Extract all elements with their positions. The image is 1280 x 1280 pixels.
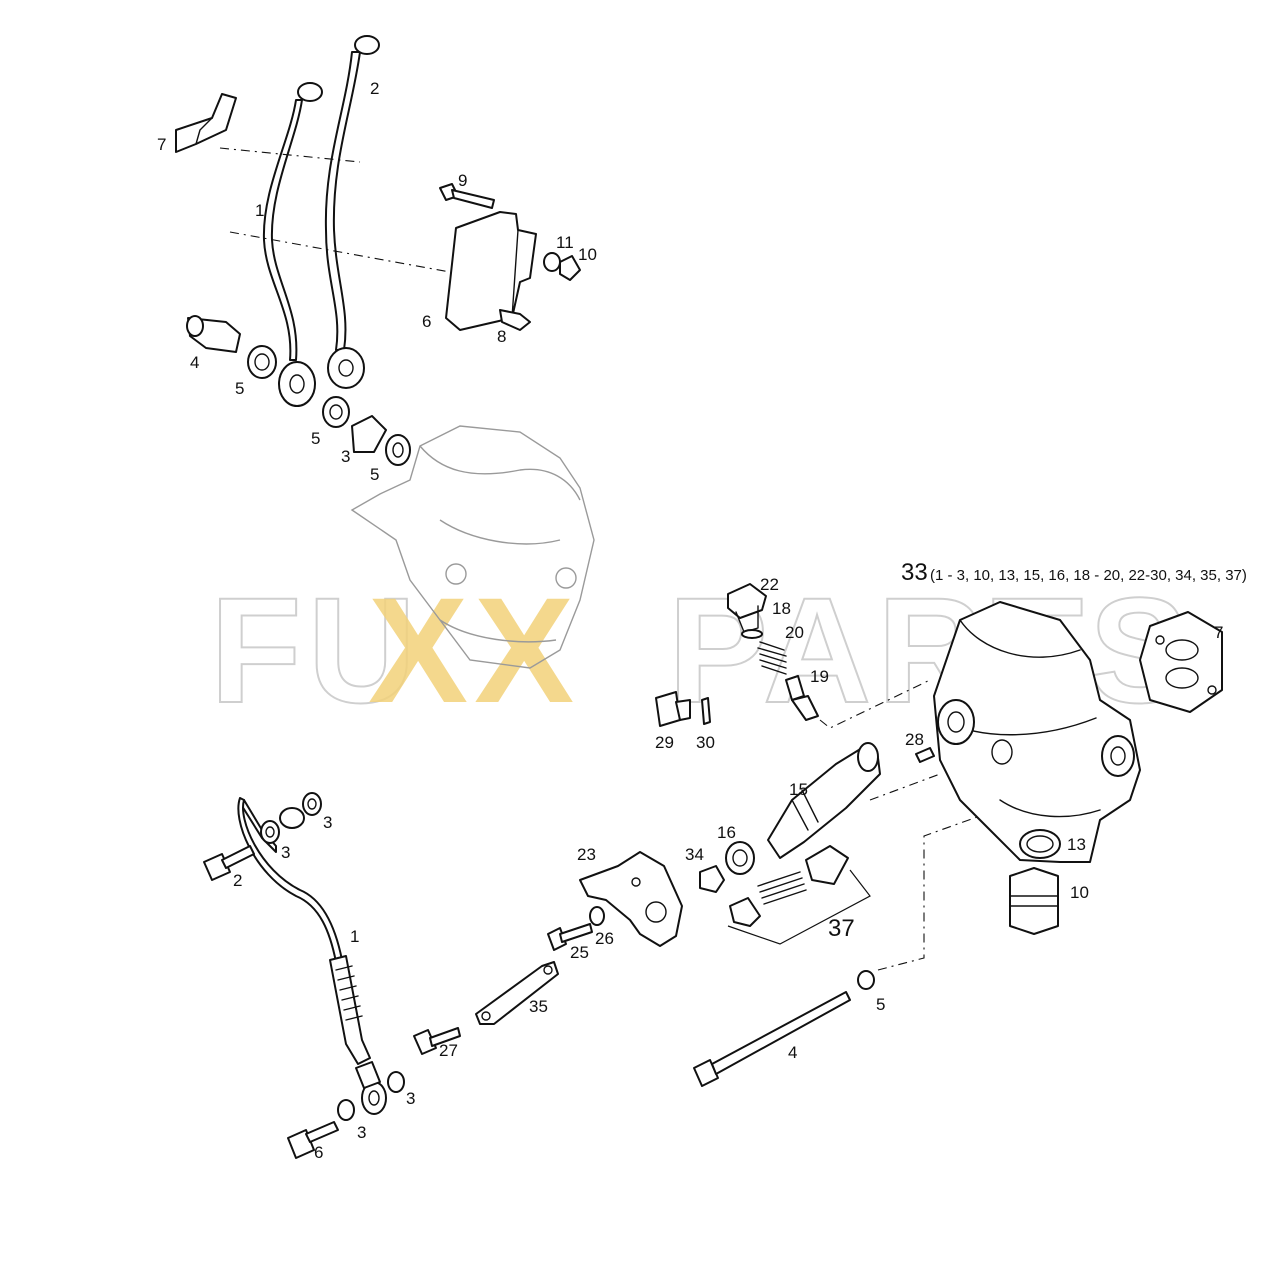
plug-29 — [655, 691, 691, 727]
kit-37 — [727, 845, 871, 945]
callout-16: 16 — [717, 823, 736, 842]
oil-pipe-2-top — [324, 35, 380, 389]
callout-9: 9 — [458, 171, 467, 190]
assembly-contents: (1 - 3, 10, 13, 15, 16, 18 - 20, 22-30, … — [930, 567, 1247, 584]
callout-20: 20 — [785, 623, 804, 642]
callout-4-bottom: 4 — [788, 1043, 797, 1062]
pipe-clip-7 — [175, 93, 237, 153]
callout-23: 23 — [577, 845, 596, 864]
seal-ring-5c — [385, 434, 411, 466]
bolt-2-left — [203, 845, 255, 881]
bolt-27 — [413, 1027, 461, 1055]
callout-6-top: 6 — [422, 312, 431, 331]
bracket-plate-6 — [445, 211, 537, 331]
callout-1-left: 1 — [350, 927, 359, 946]
callout-10-top: 10 — [578, 245, 597, 264]
washer-26 — [589, 906, 605, 926]
washer-5-bottom — [857, 970, 875, 990]
callout-3-l3: 3 — [357, 1123, 366, 1142]
seal-3-l3 — [337, 1099, 355, 1121]
seal-3-l2 — [302, 792, 322, 816]
filter-housing-33 — [933, 601, 1141, 863]
bolt-6-bottom — [287, 1121, 339, 1159]
long-bolt-4 — [693, 991, 851, 1087]
callout-28: 28 — [905, 730, 924, 749]
banjo-bolt-4 — [186, 315, 241, 353]
callout-7-top: 7 — [157, 135, 166, 154]
watermark: FU XX PARTS — [209, 565, 1190, 735]
callout-10-right: 10 — [1070, 883, 1089, 902]
bracket-23 — [579, 851, 683, 947]
bolt-25 — [547, 923, 593, 951]
engine-block-outline — [350, 425, 595, 669]
callout-25: 25 — [570, 943, 589, 962]
nut-10-top — [559, 255, 581, 281]
filter-insert-15 — [767, 742, 881, 859]
callout-19: 19 — [810, 667, 829, 686]
assembly-header: 33 (1 - 3, 10, 13, 15, 16, 18 - 20, 22-3… — [901, 559, 1247, 586]
union-10-right — [1009, 867, 1059, 935]
callout-2-left: 2 — [233, 871, 242, 890]
assembly-number: 33 — [901, 559, 928, 586]
housing-axis-line — [877, 815, 981, 971]
oil-pipe-1-top — [262, 82, 323, 407]
callout-30: 30 — [696, 733, 715, 752]
callout-15: 15 — [789, 780, 808, 799]
callout-3-l4: 3 — [406, 1089, 415, 1108]
callout-26: 26 — [595, 929, 614, 948]
watermark-part2: XX — [368, 566, 580, 734]
valve-piston-19 — [785, 675, 819, 721]
callout-7-right: 7 — [1214, 623, 1223, 642]
bracket-35 — [475, 961, 559, 1025]
gasket-7 — [1139, 611, 1223, 713]
pin-28 — [915, 747, 935, 763]
callout-1-top: 1 — [255, 201, 264, 220]
callout-11: 11 — [556, 233, 574, 252]
spring-20 — [757, 641, 787, 675]
bracket-axis-line — [229, 231, 451, 273]
valve-axis-line — [819, 679, 931, 729]
callout-5-b: 5 — [311, 429, 320, 448]
callout-8: 8 — [497, 327, 506, 346]
callout-6-bottom: 6 — [314, 1143, 323, 1162]
callout-22: 22 — [760, 575, 779, 594]
o-ring-13 — [1019, 829, 1061, 859]
callout-3-top: 3 — [341, 447, 350, 466]
seal-18 — [741, 629, 763, 639]
callout-5-a: 5 — [235, 379, 244, 398]
washer-11 — [543, 252, 561, 272]
seal-ring-5b — [322, 396, 350, 428]
callout-18: 18 — [772, 599, 791, 618]
callout-labels: 1 2 3 4 5 5 5 6 7 8 9 10 11 7 22 18 20 1… — [157, 79, 1223, 1162]
seal-ring-16 — [725, 841, 755, 875]
callout-2-top: 2 — [370, 79, 379, 98]
seal-30 — [701, 697, 711, 725]
bolt-8 — [499, 309, 531, 331]
seal-3-l1 — [260, 820, 280, 844]
insert-axis-line — [869, 773, 941, 801]
bolt-9 — [439, 183, 495, 209]
seal-3-l4 — [387, 1071, 405, 1093]
callout-35: 35 — [529, 997, 548, 1016]
callout-5-bottom: 5 — [876, 995, 885, 1014]
callout-3-l2: 3 — [323, 813, 332, 832]
callout-5-c: 5 — [370, 465, 379, 484]
callout-27: 27 — [439, 1041, 458, 1060]
callout-34: 34 — [685, 845, 704, 864]
callout-4-top: 4 — [190, 353, 199, 372]
seal-ring-5a — [247, 345, 277, 379]
spacer-3-top — [351, 415, 387, 453]
callout-29: 29 — [655, 733, 674, 752]
oil-line-1-bottom — [237, 797, 387, 1115]
part-34 — [699, 865, 725, 893]
watermark-part1: FU — [210, 566, 422, 734]
callout-13: 13 — [1067, 835, 1086, 854]
callout-37: 37 — [828, 915, 855, 942]
callout-3-l1: 3 — [281, 843, 290, 862]
clip-axis-line — [219, 147, 361, 163]
